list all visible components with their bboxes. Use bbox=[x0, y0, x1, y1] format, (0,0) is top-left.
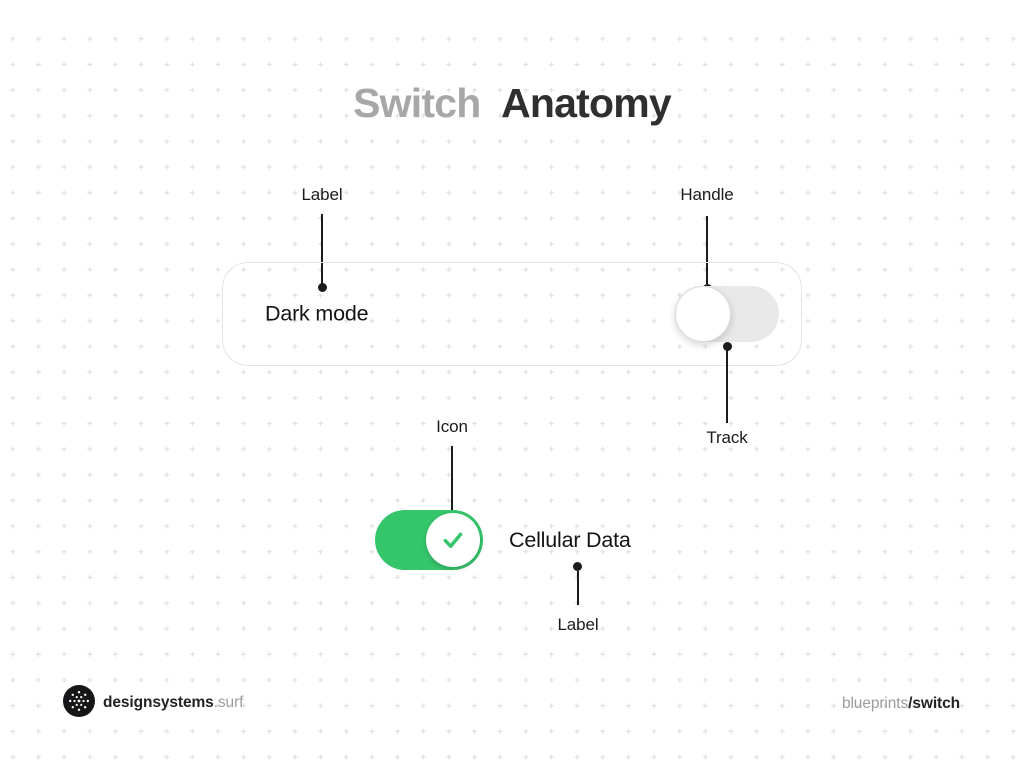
callout-label-top: Label bbox=[301, 185, 343, 204]
dot-grid-background bbox=[0, 26, 1024, 768]
designsystems-logo-icon bbox=[63, 684, 95, 722]
cellular-data-label: Cellular Data bbox=[509, 528, 631, 552]
callout-label-top-dot bbox=[318, 283, 327, 292]
dark-mode-card: Dark mode bbox=[222, 262, 802, 366]
dark-mode-switch[interactable] bbox=[675, 286, 779, 342]
page-title-strong: Anatomy bbox=[501, 80, 672, 126]
cellular-data-switch[interactable] bbox=[375, 510, 483, 570]
callout-handle-line bbox=[706, 216, 708, 284]
callout-track: Track bbox=[706, 428, 748, 447]
page-title-muted: Switch bbox=[353, 80, 481, 126]
callout-label-bottom-dot bbox=[573, 562, 582, 571]
callout-track-line bbox=[726, 350, 728, 423]
footer-brand-text: designsystems.surf bbox=[103, 694, 243, 712]
footer-brand-suffix: .surf bbox=[213, 694, 244, 711]
callout-track-dot bbox=[723, 342, 732, 351]
footer-brand: designsystems.surf bbox=[63, 684, 243, 722]
dark-mode-label: Dark mode bbox=[265, 301, 369, 326]
callout-icon: Icon bbox=[436, 417, 468, 436]
footer-breadcrumb-page: /switch bbox=[908, 695, 960, 712]
footer-brand-name: designsystems bbox=[103, 694, 214, 711]
checkmark-icon bbox=[439, 526, 467, 554]
footer-breadcrumb-section: blueprints bbox=[841, 695, 909, 712]
switch-handle[interactable] bbox=[426, 513, 480, 567]
footer-breadcrumb: blueprints/switch bbox=[842, 695, 960, 713]
switch-handle[interactable] bbox=[675, 286, 731, 342]
callout-label-top-line bbox=[321, 214, 323, 284]
callout-handle: Handle bbox=[680, 185, 734, 204]
callout-label-bottom: Label bbox=[557, 615, 599, 634]
page-title: Switch Anatomy bbox=[0, 80, 1024, 127]
callout-icon-line bbox=[451, 446, 453, 514]
callout-label-bottom-line bbox=[577, 571, 579, 605]
